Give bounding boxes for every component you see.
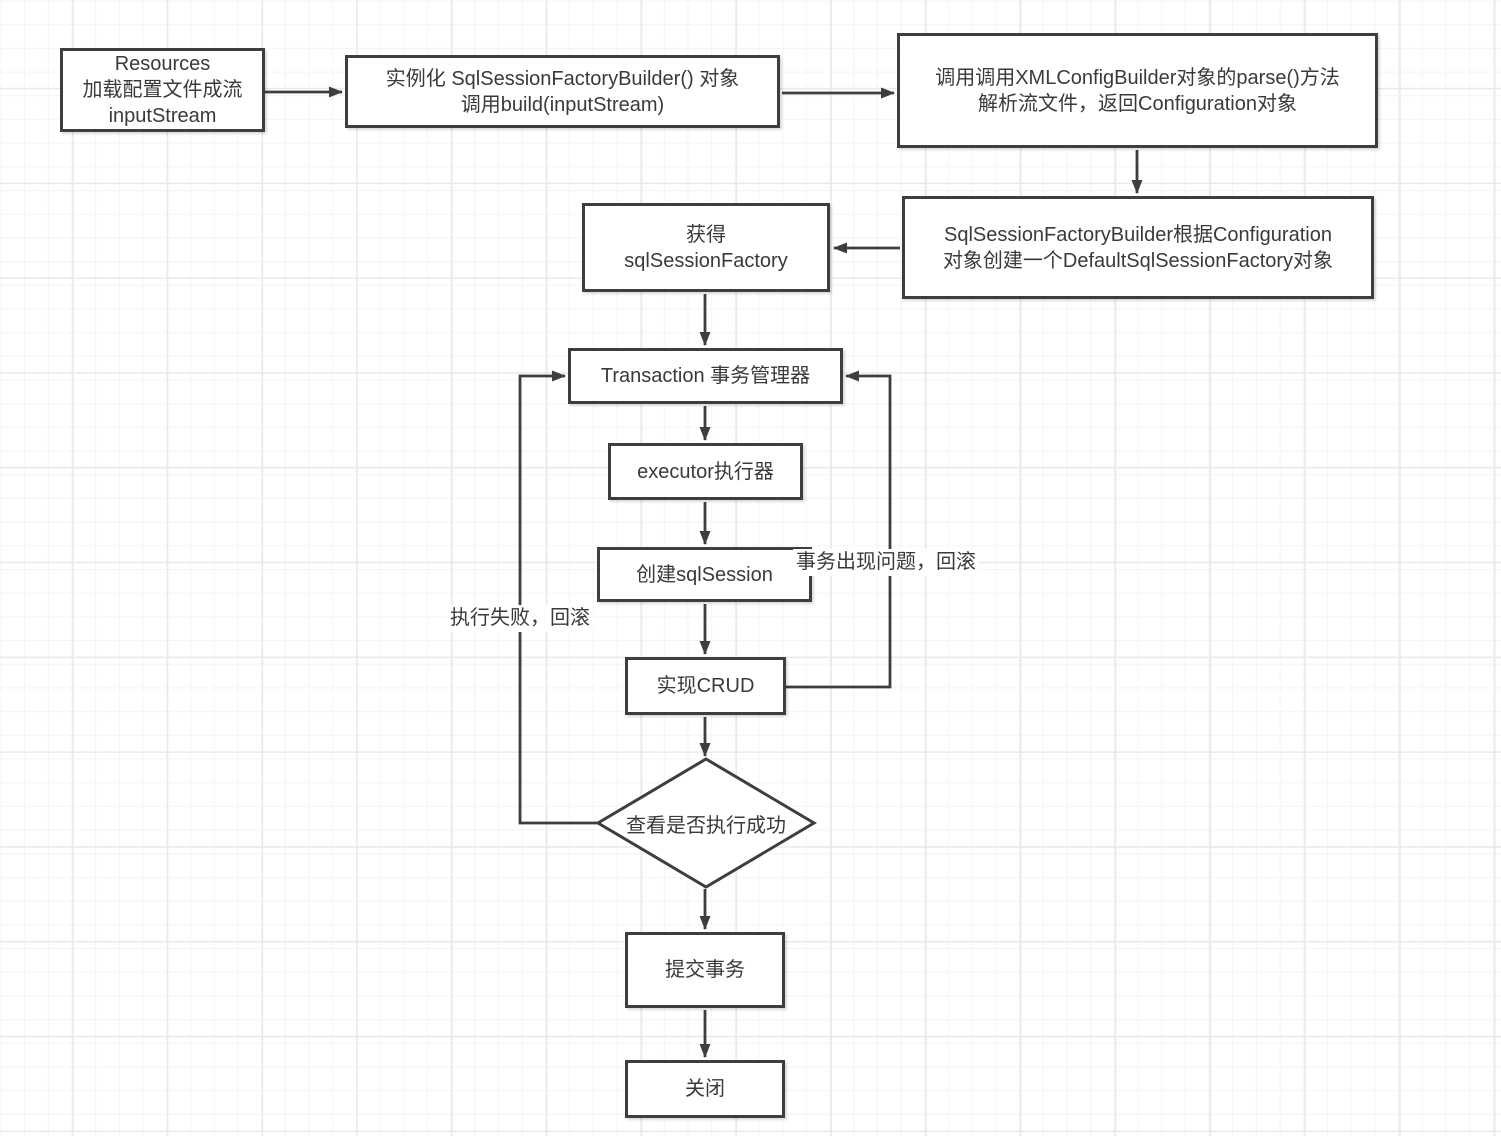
node-check-success-label: 查看是否执行成功 [598,759,814,887]
node-commit: 提交事务 [625,932,785,1008]
node-transaction: Transaction 事务管理器 [568,348,843,404]
node-crud-label: 实现CRUD [656,675,755,697]
node-resources: Resources 加载配置文件成流 inputStream [60,48,265,132]
node-executor: executor执行器 [608,443,803,500]
edge-crud-rollback-to-transaction [786,370,892,689]
edge-label-transaction-rollback: 事务出现问题，回滚 [793,549,979,576]
node-check-success-text: 查看是否执行成功 [626,814,786,837]
node-default-factory-label: SqlSessionFactoryBuilder根据Configuration … [942,223,1334,272]
node-close: 关闭 [625,1060,785,1118]
node-crud: 实现CRUD [625,657,786,715]
node-default-factory: SqlSessionFactoryBuilder根据Configuration … [902,196,1374,299]
node-get-factory-label: 获得 sqlSessionFactory [624,223,788,272]
edge-label-execution-failure: 执行失败，回滚 [447,605,593,632]
edge-check-fail-to-transaction [518,370,598,825]
node-xml-config-builder: 调用调用XMLConfigBuilder对象的parse()方法 解析流文件，返… [897,33,1378,148]
node-create-sqlsession: 创建sqlSession [597,547,812,602]
node-get-factory: 获得 sqlSessionFactory [582,203,830,292]
node-transaction-label: Transaction 事务管理器 [600,365,811,387]
node-check-success-shape [595,757,817,889]
node-instantiate-builder-label: 实例化 SqlSessionFactoryBuilder() 对象 调用buil… [385,67,740,116]
node-commit-label: 提交事务 [665,959,745,981]
node-close-label: 关闭 [685,1078,725,1100]
node-executor-label: executor执行器 [637,460,774,483]
node-create-sqlsession-label: 创建sqlSession [636,563,773,586]
node-xml-config-builder-label: 调用调用XMLConfigBuilder对象的parse()方法 解析流文件，返… [935,66,1340,115]
node-instantiate-builder: 实例化 SqlSessionFactoryBuilder() 对象 调用buil… [345,55,780,128]
node-resources-label: Resources 加载配置文件成流 inputStream [82,53,243,127]
